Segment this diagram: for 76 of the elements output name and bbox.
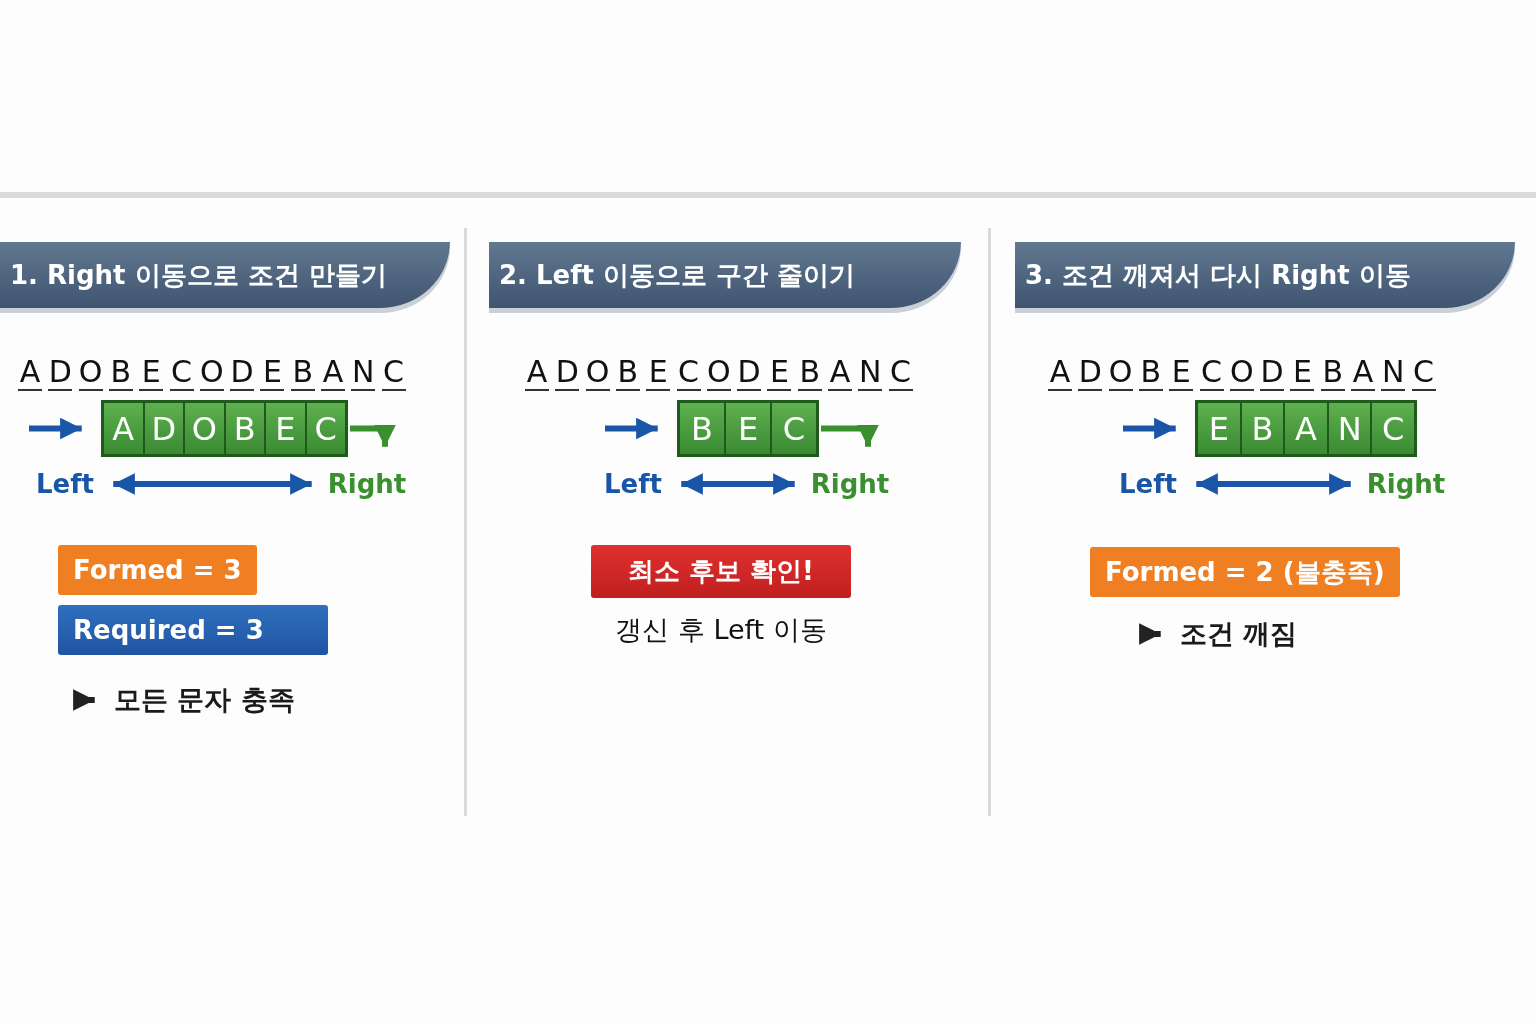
- string-letter: D: [555, 355, 580, 391]
- letter-tile: C: [305, 402, 346, 455]
- string-letter: C: [1411, 355, 1436, 391]
- arrow: [1123, 417, 1176, 440]
- window-frame: [1195, 400, 1417, 457]
- string-letter: D: [737, 355, 762, 391]
- string-letter: C: [888, 355, 913, 391]
- string-letter: D: [1260, 355, 1285, 391]
- letter-tile: O: [184, 402, 225, 455]
- status-badge: Required = 3: [58, 605, 328, 655]
- letter-tile: B: [679, 402, 725, 455]
- double-arrow: [113, 473, 312, 495]
- double-arrow: [1196, 473, 1351, 495]
- window-frame: [677, 400, 819, 457]
- string-letter: B: [797, 355, 822, 391]
- result-text: 조건 깨짐: [1180, 614, 1310, 654]
- string-letter: O: [706, 355, 731, 391]
- letter-tile: B: [224, 402, 265, 455]
- letter-tile: E: [265, 402, 306, 455]
- string-letter: B: [615, 355, 640, 391]
- string-letter: E: [646, 355, 671, 391]
- string-letter: E: [1290, 355, 1315, 391]
- string-letter: A: [1048, 355, 1072, 391]
- letter-tile: B: [1240, 402, 1285, 455]
- string-letter: D: [48, 355, 73, 391]
- arrow: [73, 689, 95, 711]
- letter-tile: N: [1327, 402, 1372, 455]
- arrow: [29, 417, 82, 440]
- status-badge: 최소 후보 확인!: [591, 545, 851, 598]
- string-letter: B: [108, 355, 133, 391]
- letter-tile: A: [1284, 402, 1328, 455]
- arrow: [821, 425, 879, 447]
- string-letter: O: [585, 355, 610, 391]
- arrow: [1139, 623, 1161, 645]
- string-letter: O: [1229, 355, 1254, 391]
- double-arrow: [681, 473, 795, 495]
- letter-tile: C: [1371, 402, 1415, 455]
- string-letter: N: [351, 355, 376, 391]
- string-letter: D: [1078, 355, 1103, 391]
- string-letter: A: [828, 355, 852, 391]
- letter-tile: C: [771, 402, 817, 455]
- string-letter: A: [1351, 355, 1375, 391]
- string-letter: A: [525, 355, 549, 391]
- string-letter: A: [321, 355, 345, 391]
- string-letter: A: [18, 355, 42, 391]
- letter-tile: E: [725, 402, 771, 455]
- string-letter: B: [290, 355, 315, 391]
- window-frame: [101, 400, 348, 457]
- letter-tile: D: [143, 402, 184, 455]
- pointer-label: Left: [1119, 466, 1177, 502]
- arrow: [350, 425, 396, 447]
- status-badge: Formed = 3: [58, 545, 257, 595]
- string-letter: E: [767, 355, 792, 391]
- string-letter: N: [858, 355, 883, 391]
- pointer-label: Left: [36, 466, 94, 502]
- string-letter: C: [1199, 355, 1224, 391]
- string-letter: E: [1169, 355, 1194, 391]
- string-letter: C: [381, 355, 406, 391]
- string-letter: B: [1138, 355, 1163, 391]
- string-letter: C: [169, 355, 194, 391]
- string-letter: O: [1108, 355, 1133, 391]
- string-letter: C: [676, 355, 701, 391]
- string-letter: B: [1320, 355, 1345, 391]
- letter-tile: A: [103, 402, 144, 455]
- string-letter: N: [1381, 355, 1406, 391]
- result-text: 모든 문자 충족: [114, 680, 304, 720]
- arrow: [605, 417, 658, 440]
- note-text: 갱신 후 Left 이동: [614, 613, 828, 647]
- status-badge: Formed = 2 (불충족): [1090, 547, 1400, 597]
- string-letter: O: [199, 355, 224, 391]
- letter-tile: E: [1197, 402, 1241, 455]
- string-letter: E: [139, 355, 164, 391]
- string-letter: O: [78, 355, 103, 391]
- string-letter: D: [230, 355, 255, 391]
- string-letter: E: [260, 355, 285, 391]
- pointer-label: Left: [604, 466, 662, 502]
